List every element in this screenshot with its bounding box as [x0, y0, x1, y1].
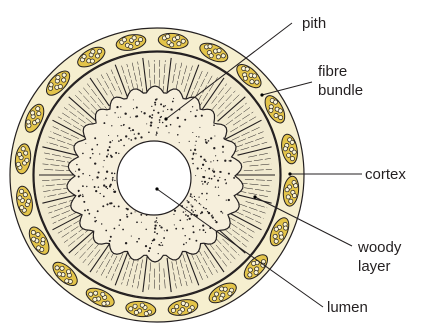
woody-layer-leader-dot	[253, 195, 256, 198]
lumen-leader-dot	[155, 187, 158, 190]
lumen-cavity	[117, 141, 191, 215]
woody-layer-label-line2: layer	[358, 258, 391, 275]
pith-leader-dot	[164, 117, 167, 120]
pith-label: pith	[302, 15, 326, 32]
lumen-label: lumen	[327, 299, 368, 316]
cortex-leader-dot	[288, 172, 291, 175]
fibre-bundle-label-line1: fibre	[318, 63, 347, 80]
fibre-bundle-leader-dot	[260, 93, 263, 96]
woody-layer-label-line1: woody	[357, 239, 402, 256]
fibre-bundle-label-line2: bundle	[318, 82, 363, 99]
cortex-label: cortex	[365, 166, 406, 183]
